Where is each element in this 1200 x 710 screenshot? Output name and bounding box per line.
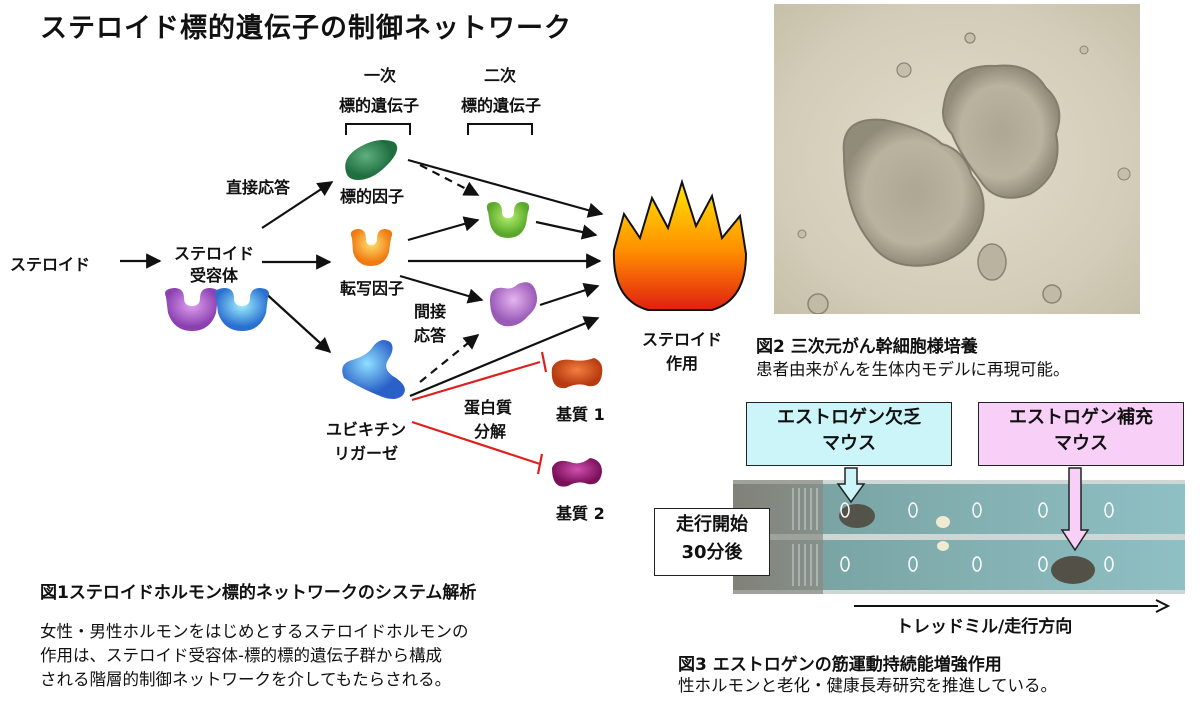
fig1-text-line3: される階層的制御ネットワークを介してもたらされる。 — [40, 670, 452, 689]
indirect-response-line1: 間接 — [414, 302, 447, 321]
receptor-label-line2: 受容体 — [189, 266, 238, 285]
arrow-to-deficient-mouse-icon — [836, 467, 866, 504]
fig1-text-line2: 作用は、ステロイド受容体-標的標的遺伝子群から構成 — [40, 646, 442, 665]
fig3-caption: 図3 エストロゲンの筋運動持続能増強作用 — [678, 655, 1002, 675]
arrow-tf-green — [407, 216, 480, 242]
estrogen-supplement-line2: マウス — [1054, 433, 1108, 454]
fig1-text-line1: 女性・男性ホルモンをはじめとするステロイドホルモンの — [40, 622, 469, 641]
target-factor-icon — [345, 140, 398, 180]
arrow-to-supplement-mouse-icon — [1060, 467, 1090, 552]
inhibit-substrate1 — [411, 360, 541, 402]
ubiquitin-label-line1: ユビキチン — [325, 420, 406, 439]
time-elapsed-box: 走行開始 30分後 — [654, 508, 770, 576]
transcription-factor-icon — [350, 229, 393, 266]
ubiquitin-ligase-icon — [342, 340, 405, 399]
arrow-to-ubiquitin — [261, 289, 332, 354]
arrow-green-action — [535, 220, 598, 240]
estrogen-deficient-line2: マウス — [822, 433, 876, 454]
primary-header-line2: 標的遺伝子 — [338, 96, 419, 115]
substrate1-label: 基質 1 — [556, 405, 605, 424]
primary-bracket — [345, 123, 411, 135]
dashed-arrow-ubq-purple — [419, 334, 480, 383]
page-title: ステロイド標的遺伝子の制御ネットワーク — [40, 13, 572, 44]
fig2-caption: 図2 三次元がん幹細胞様培養 — [756, 337, 978, 357]
fig2-microscopy-image — [774, 4, 1140, 314]
estrogen-deficient-line1: エストロゲン欠乏 — [777, 407, 921, 428]
arrow-direct — [261, 181, 334, 229]
inhibit-substrate2 — [411, 420, 541, 466]
fig2-text: 患者由来がんを生体内モデルに再現可能。 — [756, 360, 1070, 379]
ubiquitin-label-line2: リガーゼ — [333, 444, 398, 463]
direction-arrow-icon — [854, 599, 1171, 613]
estrogen-supplement-box: エストロゲン補充 マウス — [978, 402, 1184, 466]
receptor-icon-blue — [215, 288, 269, 331]
primary-header-line1: 一次 — [363, 66, 396, 85]
dashed-arrow-target-green — [419, 164, 480, 196]
secondary-target-green-icon — [486, 202, 530, 238]
substrate2-icon — [552, 458, 602, 487]
arrow-purple-action — [539, 282, 600, 307]
secondary-bracket — [467, 123, 533, 135]
time-elapsed-line2: 30分後 — [681, 542, 743, 563]
substrate2-label: 基質 2 — [556, 504, 605, 523]
steroid-action-line2: 作用 — [665, 354, 698, 373]
receptor-icon-purple — [165, 288, 219, 331]
arrow-target-action — [407, 158, 604, 218]
treadmill-direction-label: トレッドミル/走行方向 — [896, 617, 1073, 637]
fig1-caption: 図1ステロイドホルモン標的ネットワークのシステム解析 — [40, 583, 477, 603]
secondary-target-purple-icon — [490, 282, 537, 327]
time-elapsed-line1: 走行開始 — [676, 514, 748, 535]
estrogen-deficient-box: エストロゲン欠乏 マウス — [746, 402, 952, 466]
substrate1-icon — [551, 358, 603, 389]
steroid-label: ステロイド — [10, 255, 91, 274]
estrogen-supplement-line1: エストロゲン補充 — [1009, 407, 1153, 428]
receptor-label-line1: ステロイド — [173, 244, 254, 263]
steroid-action-line1: ステロイド — [641, 330, 722, 349]
steroid-action-flame-icon — [612, 178, 748, 311]
fig3-text: 性ホルモンと老化・健康長寿研究を推進している。 — [678, 676, 1058, 695]
transcription-factor-label: 転写因子 — [340, 279, 405, 298]
direct-response-label: 直接応答 — [226, 178, 291, 197]
protein-degradation-line1: 蛋白質 — [464, 398, 513, 417]
arrow-ubq-action — [409, 316, 600, 398]
arrow-tf-purple — [399, 274, 484, 304]
secondary-header-line1: 二次 — [483, 66, 516, 85]
network-diagram — [120, 123, 748, 487]
treadmill-image — [733, 480, 1185, 594]
target-factor-label: 標的因子 — [340, 187, 405, 206]
secondary-header-line2: 標的遺伝子 — [460, 96, 541, 115]
indirect-response-line2: 応答 — [414, 326, 447, 345]
protein-degradation-line2: 分解 — [474, 422, 507, 441]
